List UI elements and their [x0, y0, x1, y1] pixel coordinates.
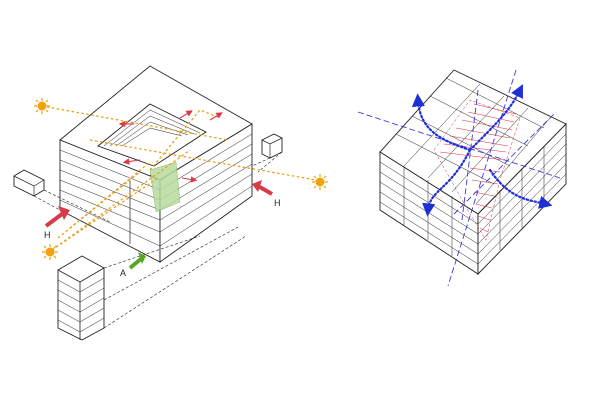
access-arrow-icon	[128, 252, 146, 270]
small-block-right	[261, 133, 283, 159]
courtyard-void	[97, 103, 207, 167]
wind-label-right: H	[274, 198, 281, 208]
tower-floors	[57, 277, 105, 333]
sun-paths	[41, 105, 317, 251]
left-building-diagram	[13, 65, 283, 341]
roof-wind-arrows	[118, 110, 223, 183]
ventilation-arrow-icon	[411, 84, 553, 217]
sun-icon	[312, 174, 328, 190]
right-building-diagram	[379, 69, 567, 276]
sun-icon	[42, 244, 58, 260]
courtyard-steps	[103, 109, 201, 147]
left-facade-floors	[59, 149, 161, 247]
right-facade	[159, 123, 253, 263]
courtyard-green	[149, 161, 181, 213]
right-facade-floors	[159, 133, 253, 247]
access-label: A	[120, 268, 126, 278]
wind-label-left: H	[44, 230, 51, 240]
wind-arrow-icon	[44, 206, 70, 228]
sun-icon	[34, 98, 50, 114]
axis-lines	[357, 69, 561, 287]
wind-arrow-icon	[252, 180, 273, 196]
tower-block	[57, 255, 105, 341]
ground-dashed-lines	[33, 151, 283, 329]
